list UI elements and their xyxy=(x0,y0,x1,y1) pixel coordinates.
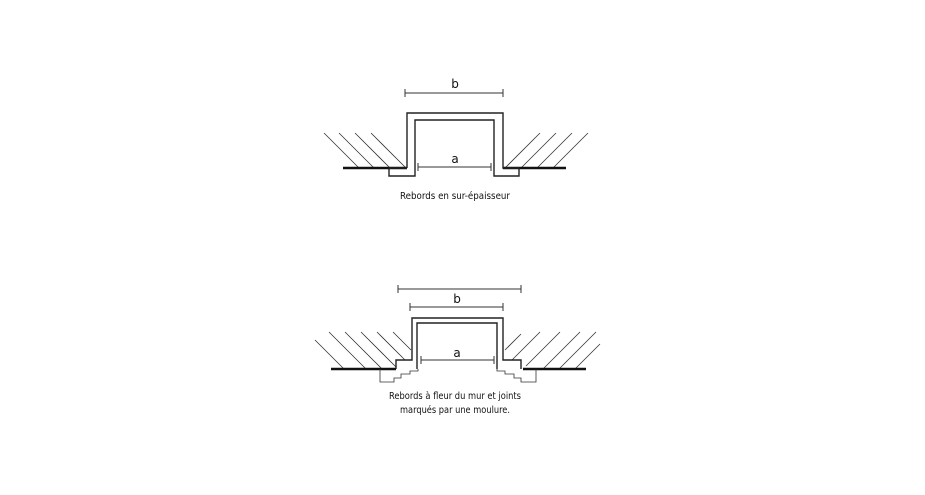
frame-outer xyxy=(388,112,520,177)
frame-inner xyxy=(416,322,498,369)
dimension-a-label: a xyxy=(451,152,458,166)
hatching-right xyxy=(504,331,601,370)
moulding-right xyxy=(496,369,537,383)
dimension-a: a xyxy=(420,346,495,364)
hatching-left xyxy=(323,132,407,169)
diagram-bottom: b a Rebords à fleur du mur et joints mar… xyxy=(314,285,601,416)
hatching-left xyxy=(314,331,412,370)
caption-top: Rebords en sur-épaisseur xyxy=(400,190,511,202)
frame-outer xyxy=(395,317,522,369)
dimension-a: a xyxy=(417,152,492,171)
dimension-b: b xyxy=(404,77,504,97)
dimension-a-label: a xyxy=(453,346,460,360)
diagram-top: b a Rebords en sur-épaisseur xyxy=(323,77,589,202)
dimension-b: b xyxy=(409,292,504,311)
dimension-overall xyxy=(397,285,522,293)
caption-bottom-line1: Rebords à fleur du mur et joints xyxy=(389,390,521,402)
moulding-left xyxy=(379,369,419,383)
caption-bottom-line2: marqués par une moulure. xyxy=(400,404,510,416)
dimension-b-label: b xyxy=(453,292,461,306)
dimension-b-label: b xyxy=(451,77,459,91)
hatching-right xyxy=(504,132,589,169)
